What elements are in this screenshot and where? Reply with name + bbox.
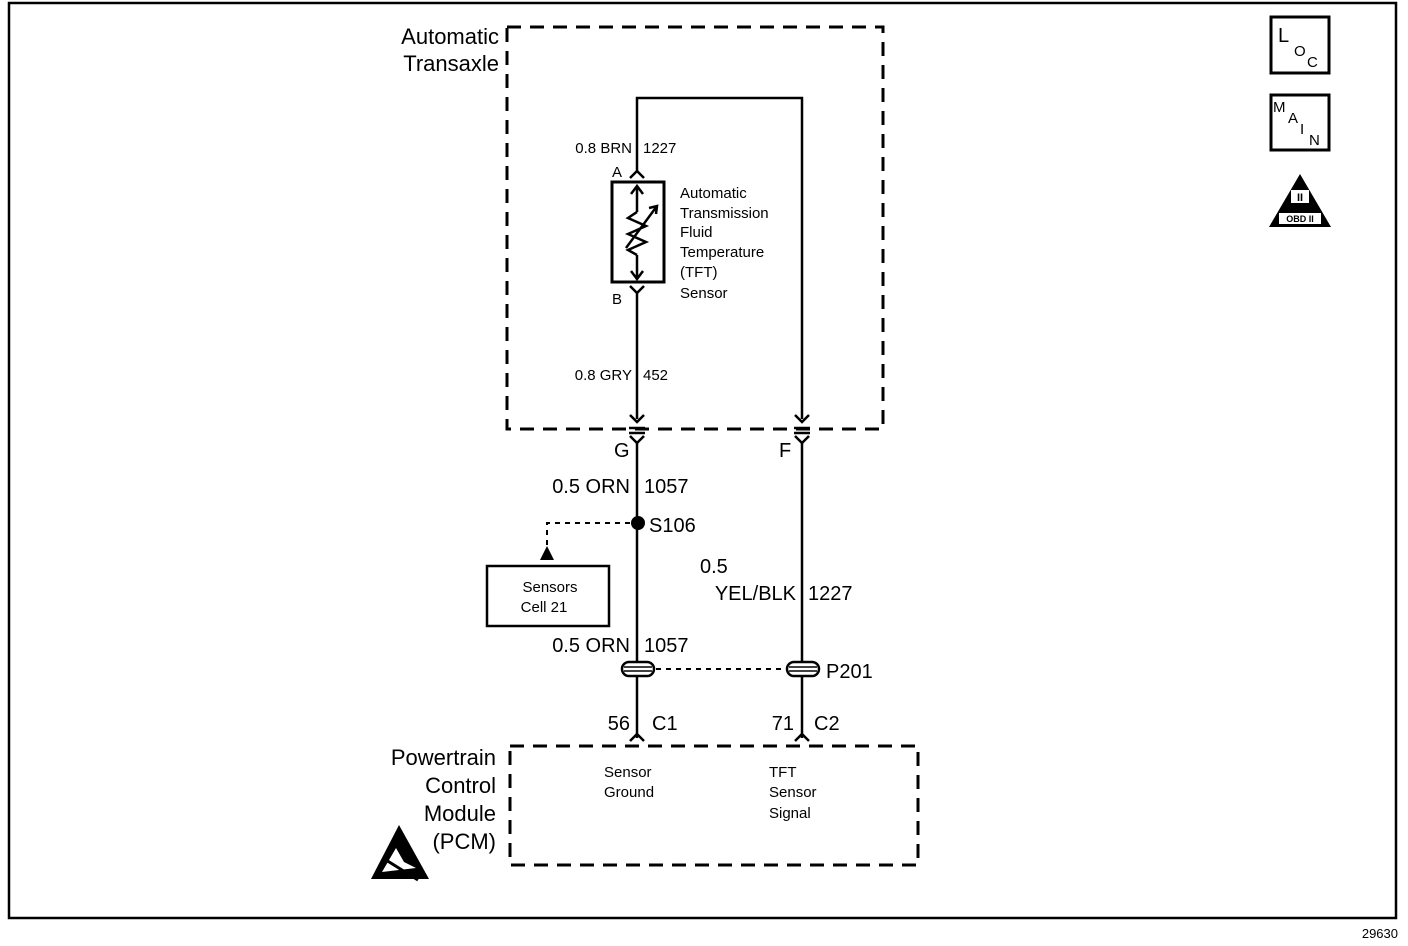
sensors-cell-line1: Sensors [522,579,577,596]
pcm-tft-signal-line1: TFT [769,764,797,781]
connector-g-upper-arrow [629,414,645,424]
sensor-name-line2: Transmission [680,205,769,222]
sensor-terminal-a: A [612,164,622,181]
obd-ii-badge[interactable]: II OBD II [1269,174,1331,227]
loc-badge-l: L [1278,25,1289,47]
pcm-label-line3: Module [424,801,496,826]
wire-brn-1227 [635,96,804,419]
circuit-1227-inner: 0.8 BRN 1227 [575,96,804,419]
wire-yel-blk-circuit: 1227 [808,583,853,605]
pcm-sensor-ground-line1: Sensor [604,764,652,781]
pcm-label-line2: Control [425,773,496,798]
p201-label: P201 [826,661,873,683]
wire-orn-lower-circuit: 1057 [644,635,689,657]
c2-connector-label: C2 [814,713,840,735]
wire-orn-upper-circuit: 1057 [644,476,689,498]
connector-g-label: G [614,440,630,462]
c2-pin-number: 71 [772,713,794,735]
terminal-a-chevron [629,169,645,179]
wire-orn-lower-gauge-color: 0.5 ORN [552,635,630,657]
sensor-terminal-b: B [612,291,622,308]
main-badge-a: A [1288,110,1298,127]
esd-triangle [371,825,429,879]
sensor-arrow-down [630,255,644,282]
circuit-1227-outer: 0.5 YEL/BLK 1227 [700,443,853,662]
connector-f: F [779,414,810,462]
pcm-label-line1: Powertrain [391,745,496,770]
pcm-boundary [508,744,920,867]
connector-p201: P201 [620,660,873,683]
pcm-label-line4: (PCM) [432,829,496,854]
reference-arrow-icon [540,546,554,560]
main-badge-n: N [1309,132,1320,149]
wire-yel-blk-gauge: 0.5 [700,556,728,578]
pcm-group: Powertrain Control Module (PCM) Sensor G… [391,744,920,867]
transaxle-group: Automatic Transaxle [401,24,885,431]
wire-gry-gauge-color: 0.8 GRY [575,367,632,384]
terminal-b-chevron [629,285,645,295]
tft-sensor: A B Automatic Transmission Fluid Tempera… [610,164,769,308]
sensor-variable-arrow [624,204,659,249]
pcm-tft-signal-line2: Sensor [769,784,817,801]
connector-g: G [614,414,645,462]
connector-f-lower-chevron [794,435,810,445]
pcm-sensor-ground-line2: Ground [604,784,654,801]
esd-hand-highlight [382,848,416,872]
pcm-tft-signal-line3: Signal [769,805,811,822]
sensor-name-line4: Temperature [680,244,764,261]
splice-s106-dot [631,516,645,530]
circuit-1057: 0.5 ORN 1057 S106 0.5 ORN 1057 [552,443,696,662]
main-badge-m: M [1273,99,1286,116]
c2-pin-chevron [794,732,810,742]
obd-top-label: II [1297,192,1303,204]
sensors-cell-box [485,564,611,628]
sensor-name-line3: Fluid [680,224,713,241]
sensor-body [610,180,666,284]
loc-badge[interactable]: L O C [1269,15,1331,75]
main-badge-i: I [1300,121,1304,138]
loc-badge-c: C [1307,54,1318,71]
sensor-name-line5: (TFT) [680,264,717,281]
obd-bottom-plate [1279,213,1321,224]
esd-warning-icon [371,825,429,882]
p201-left-housing [620,660,656,678]
figure-id: 29630 [1362,926,1398,941]
transaxle-label-line1: Automatic [401,24,499,49]
splice-reference-dashed-line [546,522,630,548]
connector-g-lower-chevron [629,435,645,445]
connector-f-label: F [779,440,791,462]
splice-s106-label: S106 [649,515,696,537]
wire-orn-upper-gauge-color: 0.5 ORN [552,476,630,498]
esd-slash [385,858,419,882]
transaxle-boundary [505,25,885,431]
main-badge[interactable]: M A I N [1269,93,1331,152]
sensors-reference: Sensors Cell 21 [485,522,630,628]
loc-badge-o: O [1294,43,1306,60]
c1-connector-label: C1 [652,713,678,735]
c1-pin-chevron [629,732,645,742]
c1-pin-number: 56 [608,713,630,735]
outer-frame [7,1,1398,920]
sensors-cell-line2: Cell 21 [521,599,568,616]
p201-right-housing [785,660,821,678]
sensor-arrow-up [630,183,644,212]
wire-gry-circuit: 452 [643,367,668,384]
obd-top-plate [1291,190,1309,203]
sensor-name-line1: Automatic [680,185,747,202]
transaxle-label-line2: Transaxle [403,51,499,76]
obd-bottom-label: OBD II [1286,214,1314,224]
main-badge-frame [1269,93,1331,152]
wire-brn-gauge-color: 0.8 BRN [575,140,632,157]
wire-yel-blk-color: YEL/BLK [715,583,797,605]
sensor-name-line6: Sensor [680,285,728,302]
circuit-452: 0.8 GRY 452 [575,293,668,419]
sensor-thermistor-zigzag [624,210,650,257]
loc-badge-frame [1269,15,1331,75]
connector-f-upper-arrow [794,414,810,424]
wire-brn-circuit: 1227 [643,140,676,157]
